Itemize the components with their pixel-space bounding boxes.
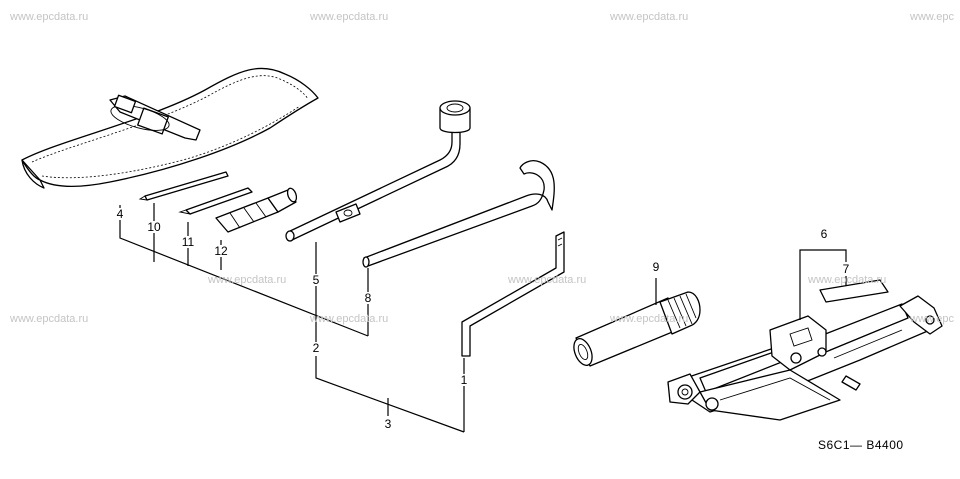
watermark-text: www.epcdata.ru: [10, 313, 89, 325]
screwdriver-illustration: [178, 187, 253, 215]
callout-8[interactable]: 8: [358, 292, 378, 304]
callout-10[interactable]: 10: [144, 221, 164, 233]
watermark-text: www.epcdata.ru: [208, 274, 287, 286]
watermark-text: www.epcdata.ru: [508, 274, 587, 286]
callout-6[interactable]: 6: [814, 228, 834, 240]
tool-bag-illustration: [21, 67, 319, 189]
jack-crank-handle-illustration: [461, 231, 565, 357]
watermark-text: www.epcdata.ru: [10, 11, 89, 23]
scissor-jack-illustration: [667, 295, 943, 421]
jack-handle-bar-illustration: [362, 160, 555, 268]
watermark-text: www.epcdata.ru: [610, 313, 689, 325]
callout-5[interactable]: 5: [306, 274, 326, 286]
watermark-text: www.epcdata.ru: [808, 274, 887, 286]
callout-1[interactable]: 1: [454, 374, 474, 386]
screwdriver-handle-illustration: [215, 187, 298, 233]
watermark-text: www.epcdata.ru: [310, 11, 389, 23]
jack-label-illustration: [819, 279, 889, 303]
callout-3[interactable]: 3: [378, 418, 398, 430]
diagram-code: S6C1— B4400: [818, 438, 904, 452]
callout-7[interactable]: 7: [836, 263, 856, 275]
callout-12[interactable]: 12: [211, 245, 231, 257]
watermark-text-partial: www.epc: [910, 313, 955, 325]
watermark-text: www.epcdata.ru: [610, 11, 689, 23]
callout-4[interactable]: 4: [110, 208, 130, 220]
watermark-text-partial: www.epc: [910, 11, 955, 23]
callout-2[interactable]: 2: [306, 342, 326, 354]
screwdriver-blade-illustration: [138, 171, 229, 201]
callout-11[interactable]: 11: [178, 236, 198, 248]
watermark-text: www.epcdata.ru: [310, 313, 389, 325]
wheel-nut-wrench-illustration: [285, 100, 471, 242]
callout-9[interactable]: 9: [646, 261, 666, 273]
jack-handle-sleeve-illustration: [573, 291, 701, 367]
